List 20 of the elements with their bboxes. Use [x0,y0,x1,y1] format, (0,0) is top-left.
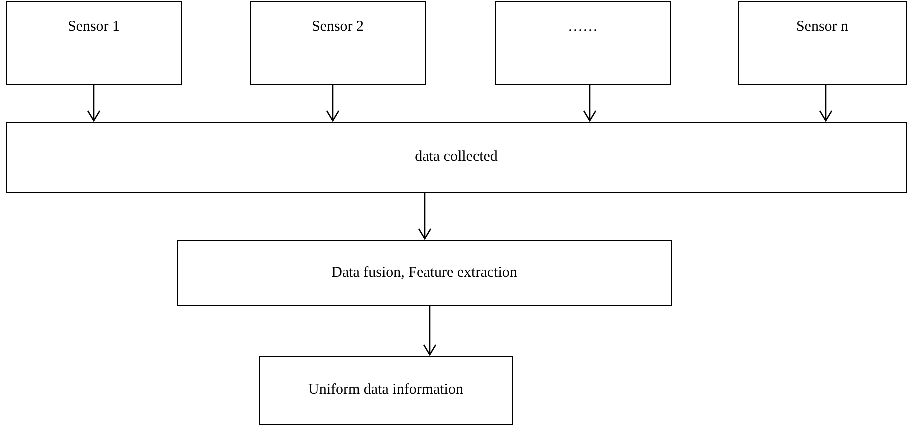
arrow [819,85,833,122]
process-box [6,1,182,85]
process-box [259,356,513,425]
box-label: Uniform data information [308,381,464,400]
box-label: Sensor 2 [312,18,364,37]
process-box [495,1,671,85]
box-label: Sensor n [796,18,849,37]
arrow [583,85,597,122]
box-label: Data fusion, Feature extraction [332,264,518,283]
arrow [326,85,340,122]
process-box [250,1,426,85]
box-label: Sensor 1 [68,18,120,37]
box-label: data collected [415,148,498,168]
arrow [423,306,437,356]
box-label: …… [568,18,598,37]
arrow [418,193,432,240]
process-box [6,122,907,193]
arrow [87,85,101,122]
process-box [738,1,907,85]
process-box [177,240,672,306]
